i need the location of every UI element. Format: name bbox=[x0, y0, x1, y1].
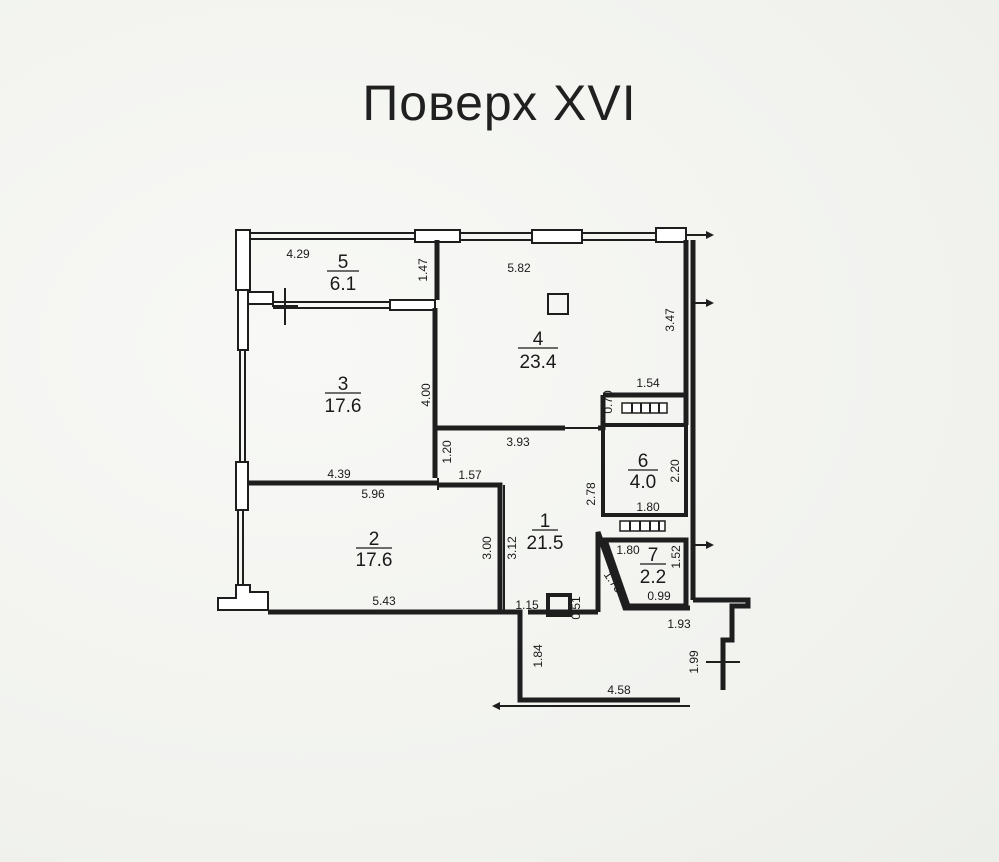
dim-room6-width: 1.80 bbox=[636, 500, 660, 514]
dim-corridor-width: 1.93 bbox=[667, 617, 691, 631]
room-6-area: 4.0 bbox=[630, 472, 656, 493]
dim-room7-bottom: 0.99 bbox=[647, 589, 671, 603]
dim-bath-wall: 2.78 bbox=[584, 482, 598, 506]
dim-room6-depth: 2.20 bbox=[668, 459, 682, 483]
room-5-area: 6.1 bbox=[330, 274, 356, 295]
room-4-number: 4 bbox=[533, 329, 544, 350]
dim-entry-depth: 1.84 bbox=[531, 644, 545, 668]
room-3-number: 3 bbox=[338, 374, 349, 395]
dim-room7-depth: 1.52 bbox=[669, 545, 683, 569]
left-wall-pillar bbox=[235, 461, 249, 511]
balcony-wall-right bbox=[389, 299, 436, 311]
dim-room4-depth: 3.47 bbox=[663, 308, 677, 332]
dim-hall-width-top: 3.93 bbox=[506, 435, 530, 449]
dim-room3-width: 4.39 bbox=[327, 467, 351, 481]
ventilation-shaft bbox=[547, 293, 569, 315]
page-title: Поверх XVI bbox=[362, 75, 637, 131]
room-7-number: 7 bbox=[648, 545, 659, 566]
dim-hall-nook-depth: 1.20 bbox=[440, 440, 454, 464]
dim-entry-width: 4.58 bbox=[607, 683, 631, 697]
room-2-number: 2 bbox=[369, 529, 380, 550]
dim-closet-depth: 0.70 bbox=[601, 390, 615, 414]
left-wall-mid bbox=[237, 289, 249, 351]
top-right-corner bbox=[655, 227, 687, 243]
dim-hall-nook-width: 1.57 bbox=[458, 468, 482, 482]
dim-corridor-depth: 1.99 bbox=[687, 650, 701, 674]
room-3-area: 17.6 bbox=[325, 396, 362, 417]
room-4-area: 23.4 bbox=[520, 352, 557, 373]
dim-closet-width: 1.54 bbox=[636, 376, 660, 390]
dim-hall-bottom-seg: 1.15 bbox=[515, 598, 539, 612]
room-1-area: 21.5 bbox=[527, 533, 564, 554]
room-1-number: 1 bbox=[540, 511, 551, 532]
top-wall-window-frame bbox=[531, 229, 583, 244]
dim-hall-bottom-depth: 0.51 bbox=[569, 596, 583, 620]
dim-room2-width-top: 5.96 bbox=[361, 487, 385, 501]
left-wall-upper bbox=[235, 229, 251, 291]
room-5-number: 5 bbox=[338, 252, 349, 273]
balcony-wall-left bbox=[247, 291, 274, 305]
dim-room2-width-bottom: 5.43 bbox=[372, 594, 396, 608]
dimension-labels: 4.29 1.47 5.82 3.47 1.54 0.70 4.00 3.93 … bbox=[286, 247, 701, 697]
dim-room4-width: 5.82 bbox=[507, 261, 531, 275]
dim-room7-width: 1.80 bbox=[616, 543, 640, 557]
room-labels: 1 21.5 2 17.6 3 17.6 4 23.4 5 6.1 6 4.0 … bbox=[325, 252, 667, 588]
outer-walls bbox=[217, 227, 751, 710]
dim-hall-depth: 3.12 bbox=[505, 536, 519, 560]
dim-room3-depth: 4.00 bbox=[419, 383, 433, 407]
interior-walls bbox=[247, 240, 740, 690]
room-7-area: 2.2 bbox=[640, 567, 666, 588]
dim-balcony-depth: 1.47 bbox=[416, 258, 430, 282]
dim-room2-depth: 3.00 bbox=[480, 536, 494, 560]
room-2-area: 17.6 bbox=[356, 550, 393, 571]
dim-balcony-width: 4.29 bbox=[286, 247, 310, 261]
bottom-left-corner bbox=[217, 584, 269, 611]
room-6-number: 6 bbox=[638, 451, 649, 472]
